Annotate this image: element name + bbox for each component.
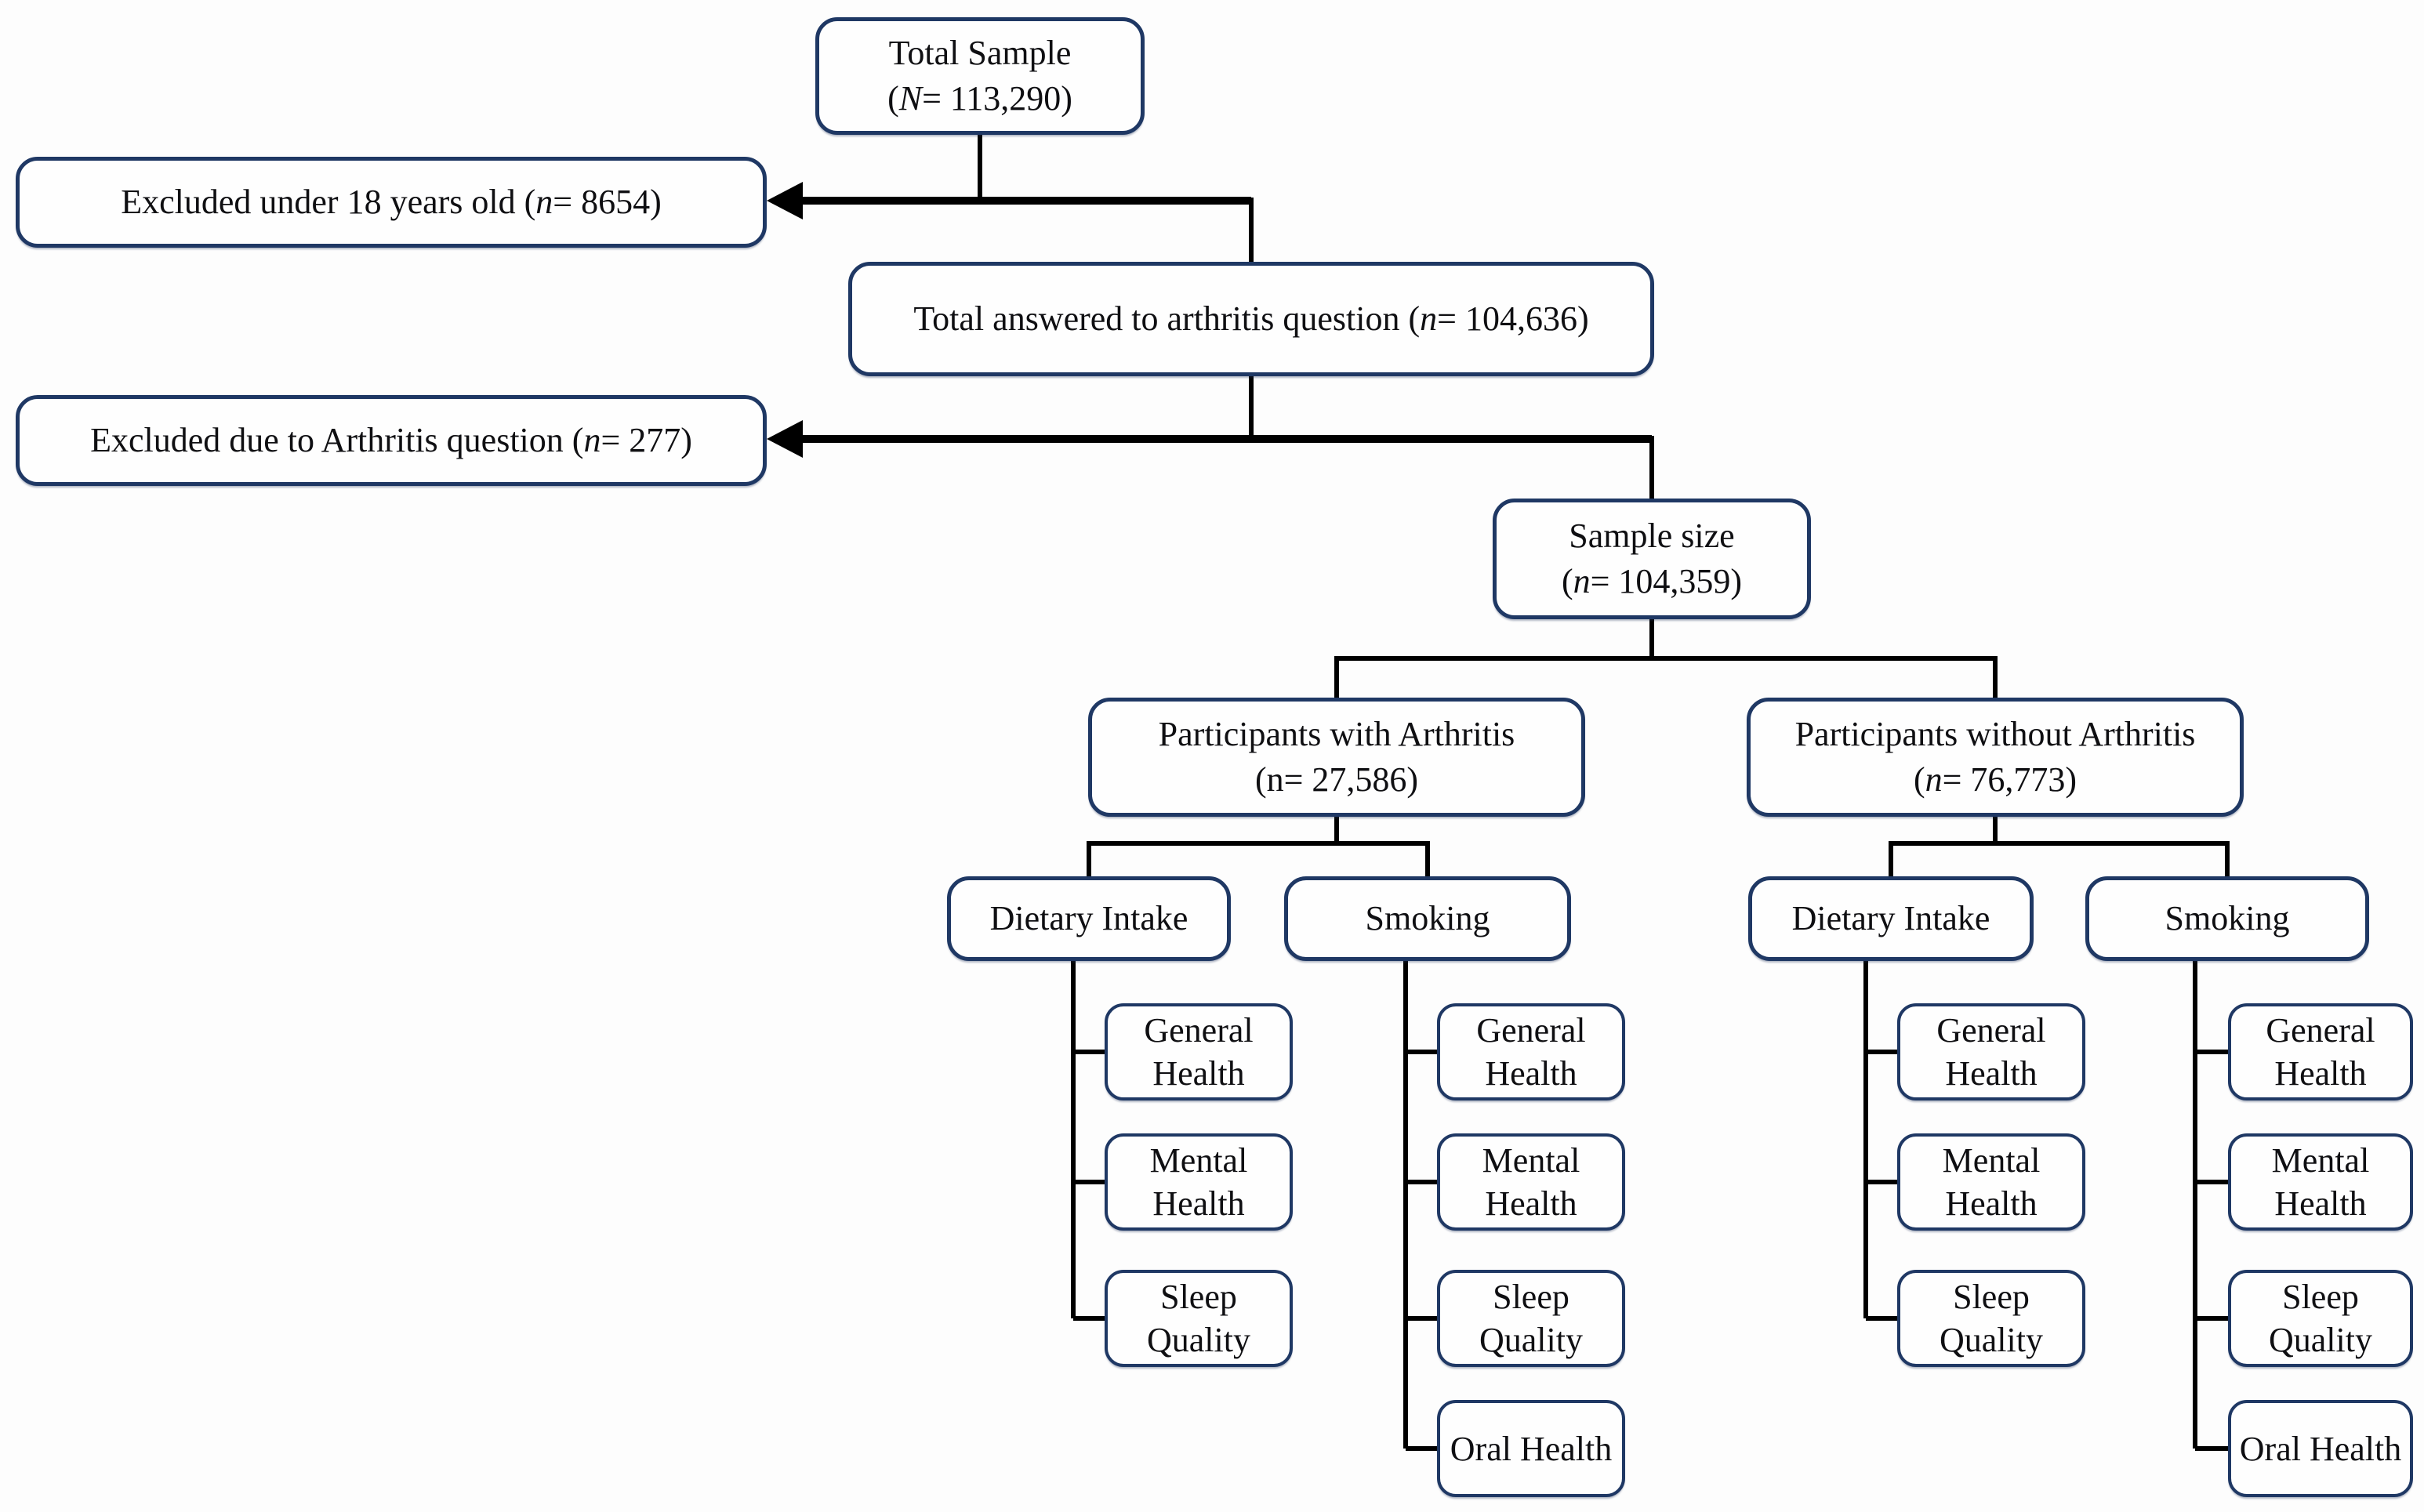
total-sample-box: Total Sample (N= 113,290)	[815, 17, 1145, 135]
with-arthritis-smoking-box: Smoking	[1284, 876, 1571, 961]
excluded-under-18-box: Excluded under 18 years old (n= 8654)	[16, 157, 767, 248]
arrowhead-left-icon	[767, 420, 803, 458]
outcome-box-sleep-quality: Sleep Quality	[2228, 1270, 2413, 1367]
outcome-box-general-health: General Health	[1105, 1003, 1293, 1100]
total-answered-box: Total answered to arthritis question (n=…	[848, 262, 1654, 376]
sample-size-box: Sample size (n= 104,359)	[1493, 499, 1811, 619]
without-arthritis-count: (n= 76,773)	[1913, 760, 2077, 799]
total-sample-label: Total Sample	[888, 33, 1072, 72]
outcome-box-sleep-quality: Sleep Quality	[1897, 1270, 2085, 1367]
outcome-box-general-health: General Health	[1897, 1003, 2085, 1100]
with-arthritis-count: (n= 27,586)	[1254, 760, 1419, 799]
with-arthritis-label: Participants with Arthritis	[1158, 714, 1515, 753]
connector-lines	[978, 135, 2230, 1451]
outcome-box-mental-health: Mental Health	[2228, 1133, 2413, 1231]
outcome-box-mental-health: Mental Health	[1437, 1133, 1625, 1231]
with-arthritis-dietary-intake-box: Dietary Intake	[947, 876, 1231, 961]
outcome-box-mental-health: Mental Health	[1897, 1133, 2085, 1231]
outcome-box-mental-health: Mental Health	[1105, 1133, 1293, 1231]
participants-with-arthritis-box: Participants with Arthritis (n= 27,586)	[1088, 698, 1585, 817]
without-arthritis-dietary-intake-box: Dietary Intake	[1748, 876, 2034, 961]
excluded-arthritis-question-box: Excluded due to Arthritis question (n= 2…	[16, 395, 767, 486]
outcome-box-oral-health: Oral Health	[1437, 1400, 1625, 1497]
smoking-label: Smoking	[2165, 898, 2290, 937]
outcome-box-oral-health: Oral Health	[2228, 1400, 2413, 1497]
without-arthritis-smoking-box: Smoking	[2085, 876, 2369, 961]
outcome-box-sleep-quality: Sleep Quality	[1437, 1270, 1625, 1367]
arrowhead-left-icon	[767, 182, 803, 219]
sample-size-label: Sample size	[1569, 516, 1735, 555]
smoking-label: Smoking	[1365, 898, 1490, 937]
sample-size-count: (n= 104,359)	[1561, 562, 1743, 600]
outcome-box-sleep-quality: Sleep Quality	[1105, 1270, 1293, 1367]
outcome-box-general-health: General Health	[1437, 1003, 1625, 1100]
dietary-intake-label: Dietary Intake	[989, 898, 1188, 937]
excluded-arthritis-question-label: Excluded due to Arthritis question (n= 2…	[90, 420, 692, 459]
total-sample-count: (N= 113,290)	[887, 79, 1072, 118]
total-answered-label: Total answered to arthritis question (n=…	[913, 299, 1589, 338]
dietary-intake-label: Dietary Intake	[1791, 898, 1990, 937]
excluded-under-18-label: Excluded under 18 years old (n= 8654)	[121, 182, 662, 221]
outcome-box-general-health: General Health	[2228, 1003, 2413, 1100]
exclusion-arrow-shafts	[795, 197, 1652, 443]
participants-without-arthritis-box: Participants without Arthritis (n= 76,77…	[1747, 698, 2244, 817]
without-arthritis-label: Participants without Arthritis	[1794, 714, 2196, 753]
